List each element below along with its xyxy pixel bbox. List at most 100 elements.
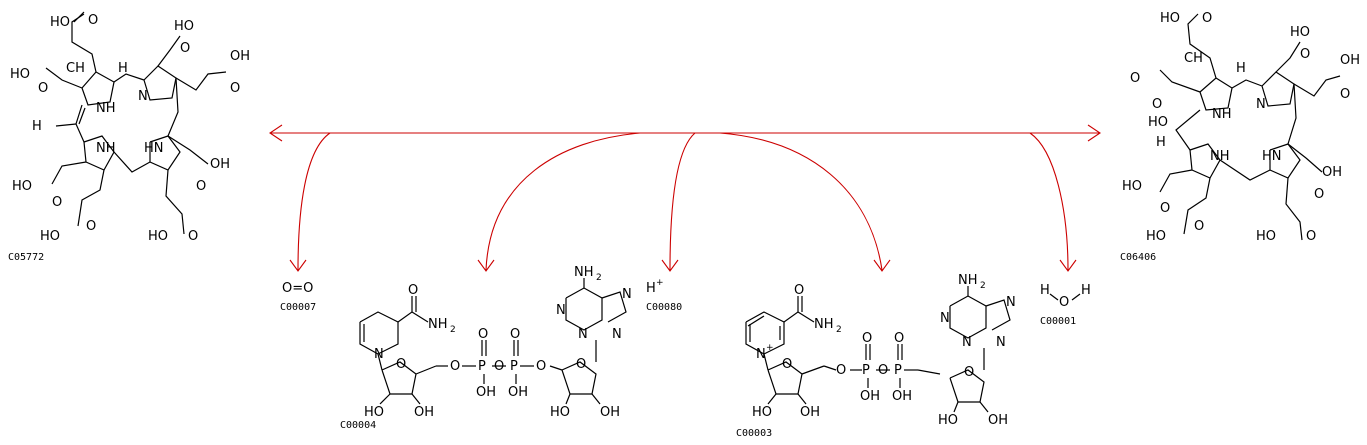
atom-label: HN (1262, 149, 1282, 164)
atom-label: HO (1160, 11, 1180, 26)
atom-label: O (1340, 87, 1350, 102)
atom-label: O (1300, 47, 1310, 62)
atom-label: O (510, 327, 520, 342)
molecule-c00001: H O H C00001 (1040, 283, 1091, 327)
molecule-c00080: H + C00080 (646, 278, 682, 313)
atom-label: P (478, 359, 486, 374)
branch-arrowhead-h-plus (661, 259, 679, 272)
compound-id-nad: C00003 (736, 428, 772, 439)
atom-label: N (374, 347, 384, 362)
molecule-c00003: O NH 2 N + O O P O OH O P O OH O HO OH H… (736, 273, 1016, 439)
compound-id-water: C00001 (1040, 316, 1076, 327)
branch-arrow-o2 (297, 132, 331, 271)
atom-label: O (196, 179, 206, 194)
atom-label: O (794, 283, 804, 298)
atom-label: O (88, 13, 98, 28)
formula-o2: O=O (282, 281, 313, 296)
atom-label: NH (574, 265, 594, 280)
atom-label: O (1059, 295, 1069, 310)
atom-label: O (576, 357, 586, 372)
atom-label: OH (414, 405, 434, 420)
atom-label: HO (1256, 229, 1276, 244)
atom-label: O (1202, 11, 1212, 26)
branch-arrowhead-o2 (289, 259, 307, 272)
atom-label: OH (508, 385, 528, 400)
atom-label: O (964, 365, 974, 380)
atom-label: OH (210, 157, 230, 172)
atom-label: NH (1212, 107, 1232, 122)
branch-arrow-h-plus (669, 132, 696, 271)
atom-label: H (32, 119, 42, 134)
atom-label: HN (144, 141, 164, 156)
atom-label: O (894, 331, 904, 346)
atom-label: N (962, 335, 972, 350)
atom-label: N (1256, 97, 1266, 112)
branch-arrowhead-nad (873, 259, 891, 272)
atom-label: O (1314, 187, 1324, 202)
atom-label: + (766, 343, 774, 353)
atom-label: HO (50, 15, 70, 30)
atom-label: O (494, 359, 504, 374)
charge-h-plus: + (656, 278, 664, 288)
atom-label: N (578, 327, 588, 342)
reaction-arrow-group (269, 124, 1101, 272)
atom-label: HO (1122, 179, 1142, 194)
atom-label: H (1236, 61, 1246, 76)
molecule-c05772: HO O HO O CH H NH N HO O OH O H NH HN OH… (8, 11, 250, 263)
atom-label: O (1194, 219, 1204, 234)
atom-label: H (118, 61, 128, 76)
atom-label: NH (428, 317, 448, 332)
atom-label: H (1040, 283, 1050, 298)
atom-label: O (52, 195, 62, 210)
atom-label: O (450, 359, 460, 374)
atom-label: NH (814, 317, 834, 332)
atom-label: OH (860, 389, 880, 404)
atom-label: HO (364, 405, 384, 420)
atom-label: OH (1322, 165, 1342, 180)
atom-label: OH (1340, 53, 1360, 68)
atom-label: OH (988, 413, 1008, 428)
atom-label: NH (96, 101, 116, 116)
atom-label: NH (96, 141, 116, 156)
atom-label: N (612, 327, 622, 342)
atom-label: HO (12, 179, 32, 194)
atom-label: N (1006, 295, 1016, 310)
atom-label: O (836, 363, 846, 378)
atom-label: CH (66, 61, 85, 76)
atom-label: N (940, 311, 950, 326)
atom-label: HO (174, 19, 194, 34)
atom-label: O (230, 81, 240, 96)
atom-label: H (1081, 283, 1091, 298)
compound-id-substrate: C05772 (8, 252, 44, 263)
atom-label: O (1160, 201, 1170, 216)
compound-id-product: C06406 (1120, 252, 1156, 263)
formula-h-plus: H (646, 281, 656, 296)
atom-label: 2 (836, 325, 842, 335)
atom-label: 2 (596, 273, 602, 283)
branch-arrowhead-water (1059, 259, 1077, 272)
compound-id-h-plus: C00080 (646, 302, 682, 313)
atom-label: O (478, 327, 488, 342)
atom-label: O (38, 81, 48, 96)
atom-label: 2 (450, 325, 456, 335)
atom-label: HO (1148, 115, 1168, 130)
atom-label: 2 (980, 281, 986, 291)
atom-label: OH (600, 405, 620, 420)
arrowhead-right (1087, 124, 1101, 142)
atom-label: NH (1210, 149, 1230, 164)
atom-label: O (188, 229, 198, 244)
compound-id-nadh: C00004 (340, 420, 376, 431)
atom-label: HO (550, 405, 570, 420)
branch-arrowhead-nadh (477, 259, 495, 272)
atom-label: HO (1290, 25, 1310, 40)
molecule-c06406: HO O O O CH H NH N HO O OH O HO H NH HN … (1120, 11, 1360, 263)
atom-label: HO (938, 413, 958, 428)
branch-arrow-water (1029, 132, 1069, 271)
arrowhead-left (269, 124, 283, 142)
branch-arrow-nadh (485, 132, 641, 271)
atom-label: O (1130, 71, 1140, 86)
atom-label: H (1156, 135, 1166, 150)
compound-id-o2: C00007 (280, 302, 316, 313)
atom-label: CH (1184, 51, 1203, 66)
